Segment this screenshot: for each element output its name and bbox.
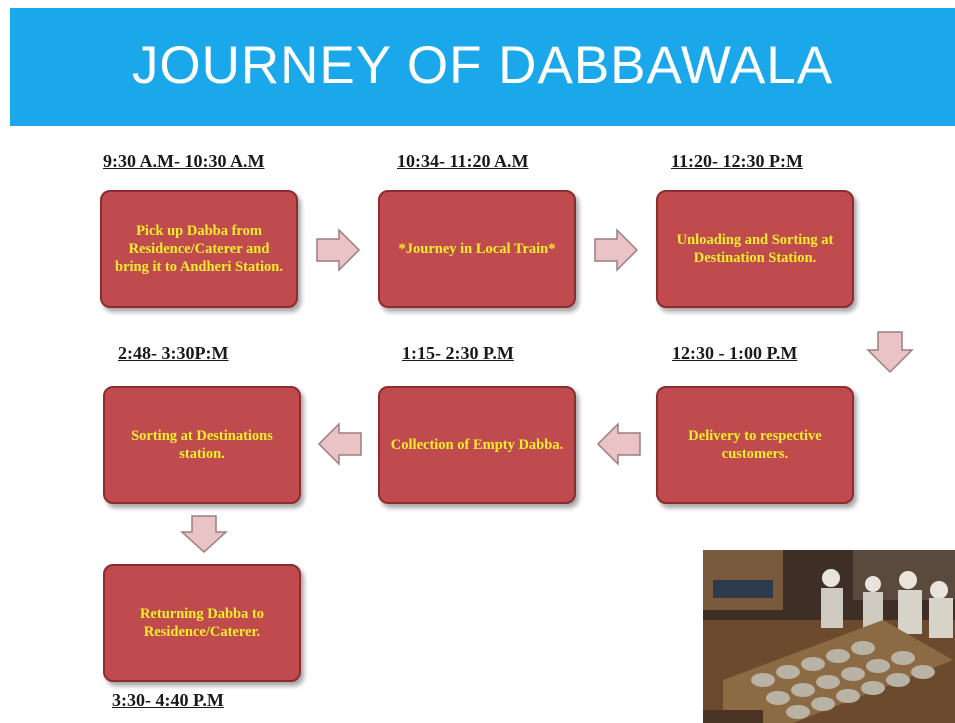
arrow-right-icon: [594, 228, 639, 272]
step-4-box: Delivery to respective customers.: [656, 386, 854, 504]
step-3-text: Unloading and Sorting at Destination Sta…: [676, 232, 834, 266]
arrow-down-icon: [866, 331, 914, 374]
time-label-step-1: 9:30 A.M- 10:30 A.M: [103, 151, 265, 171]
arrow-left-icon: [596, 422, 641, 466]
page-title: JOURNEY OF DABBAWALA: [131, 36, 834, 95]
step-6-box: Sorting at Destinations station.: [103, 386, 301, 504]
step-1-text: Pick up Dabba from Residence/Caterer and…: [115, 223, 283, 275]
dabbawala-photo: [703, 550, 955, 723]
step-4-text: Delivery to respective customers.: [688, 428, 822, 462]
time-label-step-4: 12:30 - 1:00 P.M: [672, 343, 798, 363]
step-6-text: Sorting at Destinations station.: [131, 428, 273, 462]
time-label-step-7: 3:30- 4:40 P.M: [112, 690, 224, 710]
step-2-text: *Journey in Local Train*: [398, 241, 556, 257]
step-7-text: Returning Dabba to Residence/Caterer.: [139, 606, 265, 640]
arrow-right-icon: [316, 228, 361, 272]
step-1-box: Pick up Dabba from Residence/Caterer and…: [100, 190, 298, 308]
time-label-step-2: 10:34- 11:20 A.M: [397, 151, 529, 171]
arrow-left-icon: [317, 422, 362, 466]
time-label-step-3: 11:20- 12:30 P:M: [671, 151, 803, 171]
time-label-step-5: 1:15- 2:30 P.M: [402, 343, 514, 363]
step-5-box: Collection of Empty Dabba.: [378, 386, 576, 504]
step-3-box: Unloading and Sorting at Destination Sta…: [656, 190, 854, 308]
time-label-step-6: 2:48- 3:30P:M: [118, 343, 229, 363]
step-2-box: *Journey in Local Train*: [378, 190, 576, 308]
arrow-down-icon: [180, 515, 228, 554]
step-7-box: Returning Dabba to Residence/Caterer.: [103, 564, 301, 682]
title-banner: JOURNEY OF DABBAWALA: [10, 8, 955, 126]
step-5-text: Collection of Empty Dabba.: [390, 437, 564, 453]
